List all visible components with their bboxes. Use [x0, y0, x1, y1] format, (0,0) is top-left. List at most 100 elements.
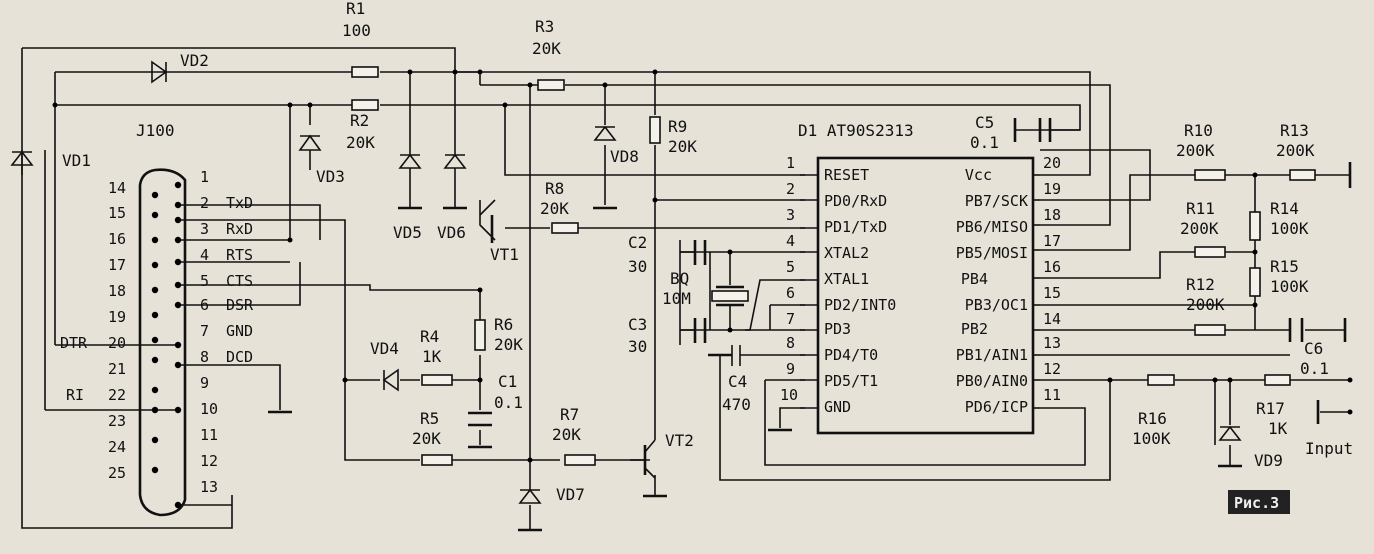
capacitors: [468, 118, 1304, 427]
wires: [21, 47, 1350, 530]
conn-pin-24: 24: [108, 438, 126, 456]
label-r11: R11: [1186, 199, 1215, 218]
conn-pin-9: 9: [200, 374, 209, 392]
label-r17-value: 1K: [1268, 419, 1288, 438]
label-c2: C2: [628, 233, 647, 252]
label-vt1: VT1: [490, 245, 519, 264]
conn-pin-21: 21: [108, 360, 126, 378]
label-r4-value: 1K: [422, 347, 442, 366]
label-r1-value: 100: [342, 21, 371, 40]
conn-pin-18: 18: [108, 282, 126, 300]
label-r17: R17: [1256, 399, 1285, 418]
label-r8-value: 20K: [540, 199, 569, 218]
signal-dcd: DCD: [226, 348, 253, 366]
conn-pin-3: 3: [200, 220, 209, 238]
pin-name-pd0: PD0/RxD: [824, 192, 887, 210]
pin-name-pb1: PB1/AIN1: [956, 346, 1028, 364]
label-bq-value: 10M: [662, 289, 691, 308]
conn-pin-11: 11: [200, 426, 218, 444]
conn-pin-2: 2: [200, 194, 209, 212]
junction-dots: [52, 69, 1353, 463]
label-c1: C1: [498, 372, 517, 391]
label-bq: BQ: [670, 269, 689, 288]
label-r6: R6: [494, 315, 513, 334]
label-r7-value: 20K: [552, 425, 581, 444]
chip-pin-5: 5: [786, 258, 795, 276]
connector-left-pin-numbers: 14 15 16 17 18 19 20 21 22 23 24 25: [108, 179, 126, 482]
signal-txd: TxD: [226, 194, 253, 212]
label-r13: R13: [1280, 121, 1309, 140]
pin-name-pb7: PB7/SCK: [965, 192, 1028, 210]
figure-caption: Рис.3: [1234, 494, 1279, 512]
chip-pin-19: 19: [1043, 180, 1061, 198]
connector-signal-names: TxD RxD RTS CTS DSR GND DCD DTR RI: [60, 194, 254, 404]
pin-name-pd3: PD3: [824, 320, 851, 338]
label-r10-value: 200K: [1176, 141, 1215, 160]
label-vd2: VD2: [180, 51, 209, 70]
conn-pin-16: 16: [108, 230, 126, 248]
label-r3-value: 20K: [532, 39, 561, 58]
label-r1: R1: [346, 0, 365, 18]
conn-pin-1: 1: [200, 168, 209, 186]
label-c3-value: 30: [628, 337, 647, 356]
label-r11-value: 200K: [1180, 219, 1219, 238]
chip-pin-11: 11: [1043, 386, 1061, 404]
label-r14-value: 100K: [1270, 219, 1309, 238]
label-d1: D1 AT90S2313: [798, 121, 914, 140]
label-j100: J100: [136, 121, 175, 140]
conn-pin-12: 12: [200, 452, 218, 470]
label-r7: R7: [560, 405, 579, 424]
conn-pin-13: 13: [200, 478, 218, 496]
label-c2-value: 30: [628, 257, 647, 276]
label-vd9: VD9: [1254, 451, 1283, 470]
chip-pin-18: 18: [1043, 206, 1061, 224]
signal-gnd: GND: [226, 322, 253, 340]
conn-pin-10: 10: [200, 400, 218, 418]
chip-pin-2: 2: [786, 180, 795, 198]
label-vd1: VD1: [62, 151, 91, 170]
label-r2: R2: [350, 111, 369, 130]
chip-pin-15: 15: [1043, 284, 1061, 302]
pin-name-pb2: PB2: [961, 320, 988, 338]
label-r9: R9: [668, 117, 687, 136]
pin-name-reset: RESET: [824, 166, 869, 184]
label-r13-value: 200K: [1276, 141, 1315, 160]
label-vd8: VD8: [610, 147, 639, 166]
label-vd5: VD5: [393, 223, 422, 242]
chip-pin-7: 7: [786, 310, 795, 328]
microcontroller-body: [816, 156, 1035, 435]
pin-name-pb6: PB6/MISO: [956, 218, 1028, 236]
conn-pin-6: 6: [200, 296, 209, 314]
conn-pin-17: 17: [108, 256, 126, 274]
transistors: [490, 215, 656, 479]
chip-right-pin-names: Vcc PB7/SCK PB6/MISO PB5/MOSI PB4 PB3/OC…: [956, 166, 1028, 416]
pin-name-pd6: PD6/ICP: [965, 398, 1028, 416]
pin-name-pb0: PB0/AIN0: [956, 372, 1028, 390]
signal-ri: RI: [66, 386, 84, 404]
pin-name-pb5: PB5/MOSI: [956, 244, 1028, 262]
chip-pin-12: 12: [1043, 360, 1061, 378]
label-r10: R10: [1184, 121, 1213, 140]
label-r5: R5: [420, 409, 439, 428]
signal-dtr: DTR: [60, 334, 88, 352]
label-r16-value: 100K: [1132, 429, 1171, 448]
label-c6-value: 0.1: [1300, 359, 1329, 378]
diodes: [10, 60, 1242, 504]
signal-dsr: DSR: [226, 296, 254, 314]
chip-pin-4: 4: [786, 232, 795, 250]
conn-pin-7: 7: [200, 322, 209, 340]
label-c1-value: 0.1: [494, 393, 523, 412]
pin-name-pb4: PB4: [961, 270, 988, 288]
chip-pin-8: 8: [786, 334, 795, 352]
label-r6-value: 20K: [494, 335, 523, 354]
label-vt2: VT2: [665, 431, 694, 450]
label-vd7: VD7: [556, 485, 585, 504]
connector-pins: [151, 181, 182, 509]
label-input: Input: [1305, 439, 1353, 458]
label-c5-value: 0.1: [970, 133, 999, 152]
pin-name-xtal1: XTAL1: [824, 270, 869, 288]
chip-pin-10: 10: [780, 386, 798, 404]
figure-caption-box: [1228, 490, 1290, 514]
signal-cts: CTS: [226, 272, 253, 290]
